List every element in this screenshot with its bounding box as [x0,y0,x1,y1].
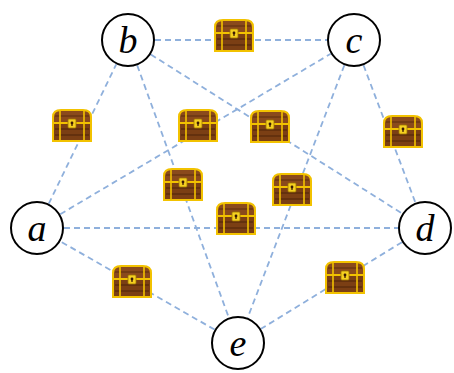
vertex-circle: b [101,13,155,67]
vertex-label: d [416,209,435,247]
dashed-edge [60,54,331,214]
chest-icon [273,174,311,205]
dashed-edge [49,64,116,203]
vertex-circle: a [10,201,64,255]
chest-icon [215,20,253,51]
dashed-edge [151,54,402,213]
vertex-circle: e [211,316,265,370]
chest-icon [113,266,151,297]
dashed-edge [261,242,402,329]
vertex-label: e [230,324,247,362]
chest-icon [251,111,289,142]
chest-icon [164,169,202,200]
chest-icon [384,116,422,147]
chest-icon [53,110,91,141]
vertex-circle: d [398,201,452,255]
chest-icon [179,110,217,141]
dashed-edge [60,241,214,329]
vertex-label: a [28,209,47,247]
vertex-circle: c [327,13,381,67]
chest-icon [326,262,364,293]
chest-icon [217,203,255,234]
vertex-label: b [119,21,138,59]
vertex-label: c [346,21,363,59]
